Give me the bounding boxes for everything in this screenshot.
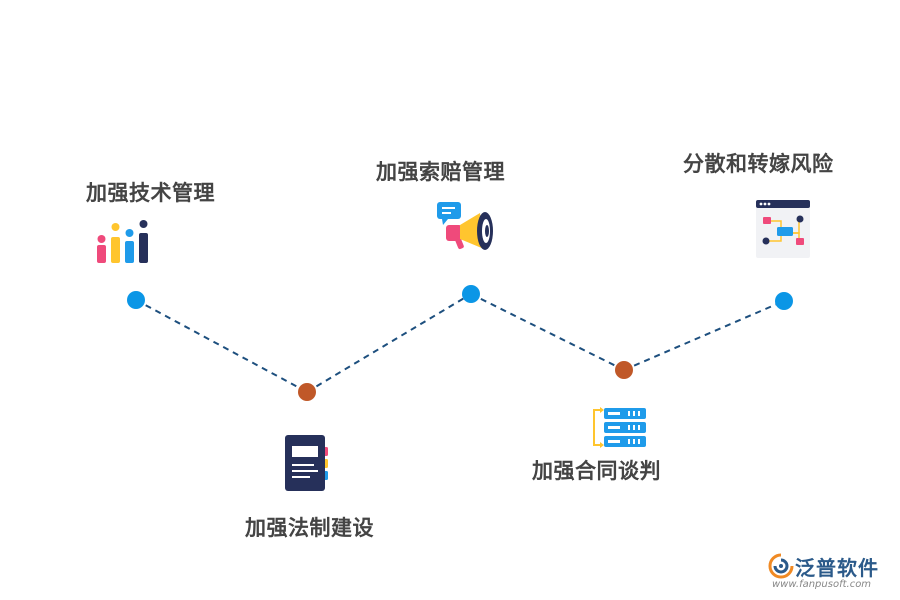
- node-dot-claim: [462, 285, 480, 303]
- server-stack-icon: [590, 407, 648, 453]
- link-contract-risk: [623, 300, 785, 371]
- brand-name: 泛普软件: [795, 556, 879, 580]
- fanpu-logo-icon: [768, 553, 794, 583]
- bar-people-icon: [96, 219, 152, 269]
- node-dot-contract: [615, 361, 633, 379]
- megaphone-icon: [436, 201, 498, 263]
- link-claim-contract: [470, 293, 625, 371]
- node-dot-risk: [775, 292, 793, 310]
- node-dot-tech: [127, 291, 145, 309]
- flowchart-icon: [755, 199, 811, 263]
- node-label-legal: 加强法制建设: [245, 516, 374, 540]
- node-label-tech: 加强技术管理: [86, 181, 215, 205]
- brand-url: www.fanpusoft.com: [772, 579, 872, 590]
- link-tech-legal: [135, 299, 308, 393]
- node-label-contract: 加强合同谈判: [532, 459, 661, 483]
- document-icon: [283, 434, 331, 498]
- node-label-risk: 分散和转嫁风险: [683, 152, 834, 176]
- link-legal-claim: [306, 293, 472, 393]
- brand-watermark: 泛普软件 www.fanpusoft.com: [768, 552, 893, 596]
- node-dot-legal: [298, 383, 316, 401]
- node-label-claim: 加强索赔管理: [376, 160, 505, 184]
